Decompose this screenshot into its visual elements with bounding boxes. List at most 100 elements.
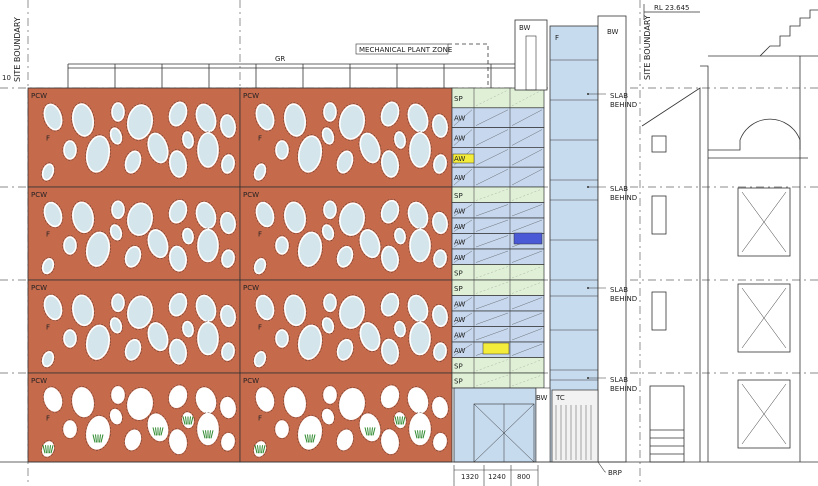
perforation-edge [297,230,323,268]
perforation-edge [252,257,268,276]
perforation [381,150,399,178]
plant-stroke [189,416,191,425]
stair-shaft: F [549,25,599,463]
glazing-code: SP [454,192,463,200]
perforation [72,387,94,418]
perforation [359,132,381,164]
pcw-label: PCW [243,284,259,292]
perforation [63,140,77,160]
spandrel-panel: SP [451,372,545,389]
pcw-label: PCW [243,377,259,385]
awning-window: AW [451,295,545,312]
plant-stroke [42,445,46,454]
perforation-edge [408,227,432,264]
perforation-edge [220,341,236,362]
perforation-edge [85,323,111,361]
perforation-edge [432,431,448,452]
perforation-edge [320,126,336,146]
perforation-edge [219,395,237,420]
plant-stroke [304,434,308,443]
perforation [195,103,217,133]
plant-stroke [45,445,47,454]
perforation-edge [41,440,55,458]
plant-stroke [100,434,104,443]
perforation [221,342,235,361]
perforation [255,201,275,228]
perforation-edge [109,407,123,426]
perforation [109,317,123,334]
dim-1240: 1240 [488,473,506,481]
perforation-edge [432,248,448,269]
perforation-edge [220,153,236,175]
perforation [407,387,429,414]
perforation [407,103,429,133]
perforation [43,103,63,131]
highlight-blue-cell [513,232,543,245]
awning-window: AW [451,166,545,188]
perforation-edge [42,386,64,413]
perforation-edge [358,228,382,260]
perforation [111,102,125,122]
perforation [168,385,188,409]
perforation [394,320,406,338]
perforation [255,387,275,412]
plant-stroke [262,445,266,454]
glazing-code: SP [454,95,463,103]
plant-stroke [99,434,101,443]
perforation-edge [42,102,64,132]
perforation-edge [108,316,124,335]
glazing-code: AW [454,135,465,143]
perforation [41,258,55,275]
perforation [41,351,55,368]
bw-column-right: BW [597,15,627,463]
perforation [169,338,187,365]
dimension-strip [453,465,539,486]
perforation [111,386,125,404]
roof-railing [67,63,539,88]
plant-stroke [367,427,369,436]
fill-label: F [46,415,50,423]
glazing-code: AW [454,207,465,215]
perforation [168,199,188,224]
perforation-edge [431,395,449,420]
perforation [43,387,63,412]
perforation [339,202,365,236]
plant-stroke [394,416,398,425]
pcw-label: PCW [243,191,259,199]
perforation [72,294,94,327]
perforation-edge [123,428,143,452]
perforation-edge [431,113,449,139]
plant-stroke [364,427,368,436]
plant-stroke [155,427,157,436]
perforation [220,114,236,138]
bw-label-top-right: BW [607,28,619,36]
perforation-edge [380,428,400,456]
perforation-edge [254,386,276,413]
perforation-edge [85,230,111,268]
perforation [169,429,187,455]
perforation [297,135,323,173]
perforation-edge [322,292,338,313]
perforation [359,413,381,442]
perforation [127,295,153,329]
perforation-edge [167,100,189,128]
perforation-edge [297,414,323,451]
perforation [432,211,448,235]
pcw-label: PCW [243,92,259,100]
perforation-edge [146,412,170,443]
plant-stroke [190,416,194,425]
plant-stroke [49,445,51,454]
perforation [323,386,337,404]
perforation [433,249,447,268]
perforation [124,429,142,451]
awning-window: AW [451,310,545,327]
slab-note-line1: SLAB [610,376,628,384]
perforation [432,396,448,419]
perforation [323,200,337,220]
slab-dot [587,287,589,289]
